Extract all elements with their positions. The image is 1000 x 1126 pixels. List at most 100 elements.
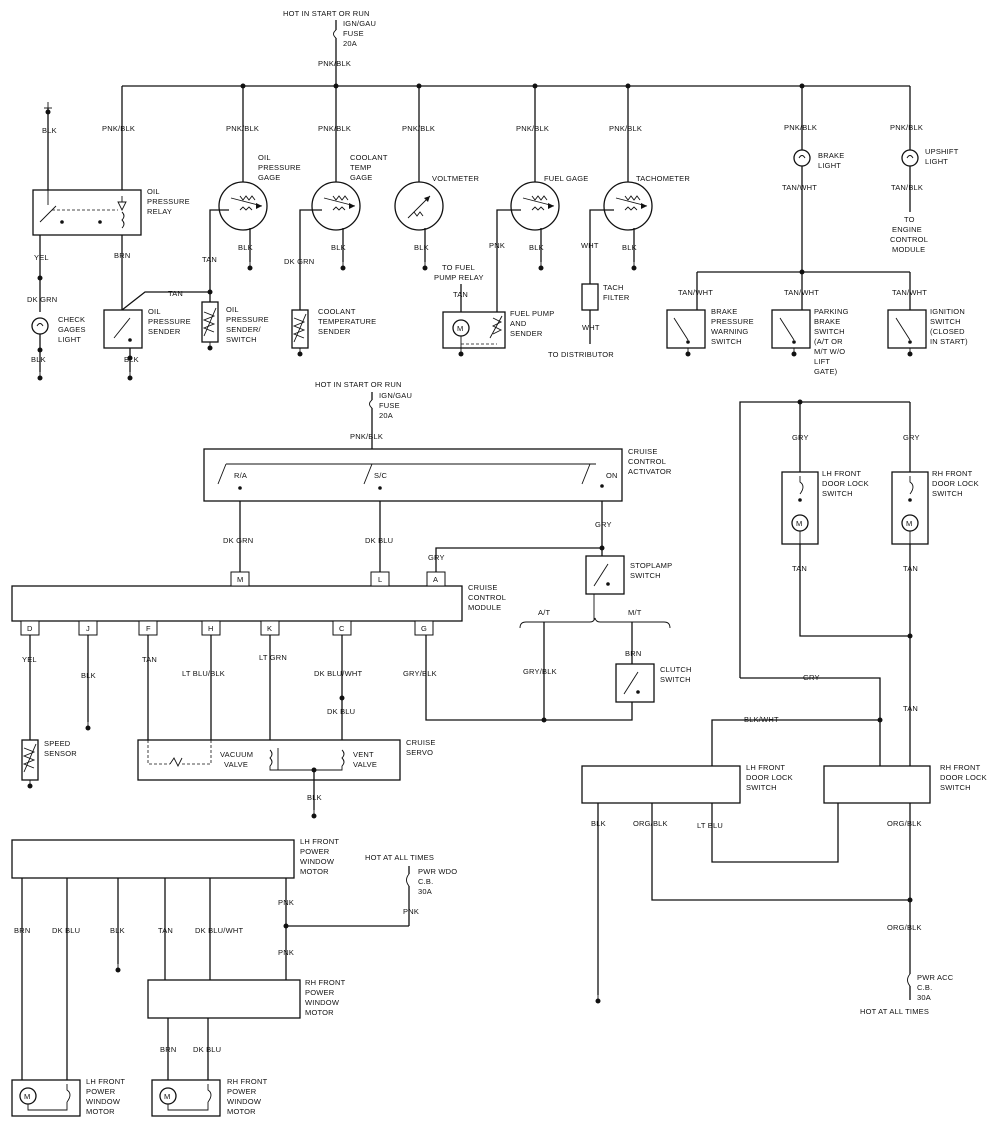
lh-switch-bottom-3: SWITCH <box>746 783 777 792</box>
rh-motor-bottom-1: RH FRONT <box>227 1077 268 1086</box>
relay-label-1: OIL <box>147 187 160 196</box>
coolant-sender-label-1: COOLANT <box>318 307 356 316</box>
vent-label-1: VENT <box>353 750 374 759</box>
wdo-breaker-3: 30A <box>418 887 432 896</box>
module-bottom-pins: D J F H K C G <box>20 620 434 636</box>
tach-filter-label-1: TACH <box>603 283 624 292</box>
check-light-label-1: CHECK <box>58 315 85 324</box>
wire-label: PNK/BLK <box>226 124 259 133</box>
ignition-label-3: (CLOSED <box>930 327 965 336</box>
wire-label: BRN <box>14 926 30 935</box>
lh-motor-top-2: POWER <box>300 847 330 856</box>
coolant-gage-label-1: COOLANT <box>350 153 388 162</box>
wire-label: YEL <box>34 253 49 262</box>
rh-front-door-lock-switch <box>823 765 931 804</box>
rh-switch-bottom-1: RH FRONT <box>940 763 981 772</box>
ecm-note-1: TO <box>904 215 915 224</box>
oil-sender-label-3: SENDER <box>148 327 181 336</box>
rh-switch-top-2: DOOR LOCK <box>932 479 979 488</box>
tach-filter <box>581 283 599 311</box>
parking-brake-label-7: GATE) <box>814 367 838 376</box>
oil-gage-label-3: GAGE <box>258 173 280 182</box>
wire-label: LT GRN <box>259 653 287 662</box>
lh-motor-top-3: WINDOW <box>300 857 335 866</box>
wire-label: PNK <box>489 241 505 250</box>
fuel-gage-label: FUEL GAGE <box>544 174 588 183</box>
acc-hot-note: HOT AT ALL TIMES <box>860 1007 929 1016</box>
stoplamp-label-2: SWITCH <box>630 571 661 580</box>
ecm-note-2: ENGINE <box>892 225 922 234</box>
wire-label: DK GRN <box>223 536 253 545</box>
activator-label-2: CONTROL <box>628 457 666 466</box>
fuel-pump-and-sender <box>442 311 506 349</box>
parking-brake-label-6: LIFT <box>814 357 830 366</box>
wire-label: ORG/BLK <box>887 923 922 932</box>
wire-label: PNK <box>278 898 294 907</box>
clutch-switch <box>615 663 655 703</box>
cruise-fuse-2: FUSE <box>379 401 400 410</box>
wire-label: PNK/BLK <box>609 124 642 133</box>
ecm-note-3: CONTROL <box>890 235 928 244</box>
module-label-3: MODULE <box>468 603 501 612</box>
wire-label: BLK <box>110 926 125 935</box>
wire-label: PNK/BLK <box>516 124 549 133</box>
brake-pressure-label-3: WARNING <box>711 327 748 336</box>
check-gages-light <box>31 317 49 381</box>
wire-label: TAN <box>142 655 157 664</box>
wire-label: TAN <box>792 564 807 573</box>
pin-j: J <box>86 624 90 633</box>
upshift-light <box>901 149 919 167</box>
wire-label: PNK/BLK <box>350 432 383 441</box>
fuel-relay-note-1: TO FUEL <box>442 263 475 272</box>
coolant-sender-label-2: TEMPERATURE <box>318 317 376 326</box>
wire-label: LT BLU/BLK <box>182 669 225 678</box>
tach-filter-label-2: FILTER <box>603 293 630 302</box>
contact-ra: R/A <box>234 471 247 480</box>
wire-label: BLK <box>529 243 544 252</box>
clutch-label-2: SWITCH <box>660 675 691 684</box>
voltmeter <box>394 181 444 231</box>
coolant-sender-label-3: SENDER <box>318 327 351 336</box>
rh-motor-bottom-3: WINDOW <box>227 1097 262 1106</box>
lh-motor-bottom-1: LH FRONT <box>86 1077 125 1086</box>
brake-light-label-2: LIGHT <box>818 161 841 170</box>
wire-label: PNK/BLK <box>318 124 351 133</box>
fuse-label-1: IGN/GAU <box>343 19 376 28</box>
oil-pressure-sender <box>103 309 143 349</box>
wire-label: GRY/BLK <box>523 667 557 676</box>
coolant-gage-label-2: TEMP <box>350 163 372 172</box>
wire-label: TAN/WHT <box>782 183 817 192</box>
wire-label: TAN <box>903 704 918 713</box>
wire-label: BLK <box>42 126 57 135</box>
wire-label: DK BLU <box>52 926 80 935</box>
rh-motor-top-2: POWER <box>305 988 335 997</box>
door-lock-circuit: GRY GRY M LH FRONT DOOR LOCK SWITCH M RH… <box>581 399 987 1016</box>
motor-symbol: M <box>164 1092 170 1101</box>
module-label-2: CONTROL <box>468 593 506 602</box>
module-label-1: CRUISE <box>468 583 498 592</box>
trans-mt: M/T <box>628 608 642 617</box>
fuel-relay-note-2: PUMP RELAY <box>434 273 484 282</box>
wire-label: PNK/BLK <box>402 124 435 133</box>
wire-label: BLK <box>238 243 253 252</box>
wire-label: TAN <box>158 926 173 935</box>
rh-front-power-window-motor <box>147 979 301 1019</box>
lh-front-power-window-motor <box>11 839 295 879</box>
wdo-breaker-1: PWR WDO <box>418 867 457 876</box>
rh-motor-bottom-2: POWER <box>227 1087 257 1096</box>
fuse-label-3: 20A <box>343 39 357 48</box>
motor-symbol: M <box>24 1092 30 1101</box>
fuel-gauge <box>510 181 560 231</box>
gauge-circuit: HOT IN START OR RUN IGN/GAU FUSE 20A PNK… <box>27 9 968 381</box>
contact-on: ON <box>606 471 618 480</box>
brake-pressure-label-1: BRAKE <box>711 307 737 316</box>
pin-k: K <box>267 624 272 633</box>
acc-breaker-1: PWR ACC <box>917 973 954 982</box>
cruise-control-module <box>11 585 463 622</box>
wire-label: GRY/BLK <box>403 669 437 678</box>
distributor-note: TO DISTRIBUTOR <box>548 350 614 359</box>
speed-sensor-label-1: SPEED <box>44 739 71 748</box>
wire-label: TAN/WHT <box>784 288 819 297</box>
wire-label: BLK <box>331 243 346 252</box>
wire-label: DK BLU/WHT <box>195 926 243 935</box>
